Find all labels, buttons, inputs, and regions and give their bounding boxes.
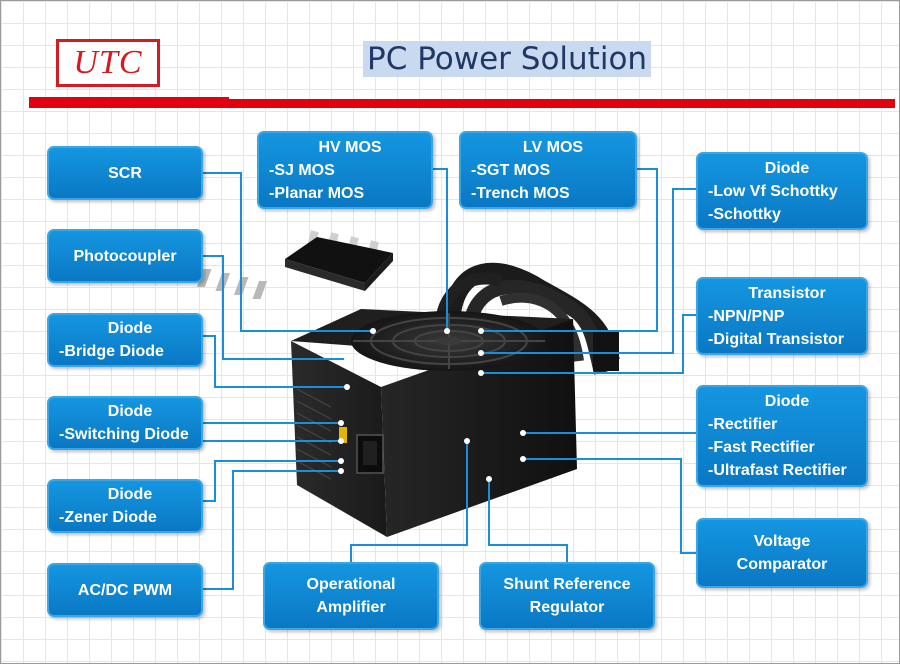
box-item: -Switching Diode: [59, 426, 189, 443]
box-item: -Bridge Diode: [59, 343, 164, 360]
box-schottky-diode: Diode -Low Vf Schottky -Schottky: [696, 152, 868, 230]
box-scr: SCR: [47, 146, 203, 200]
box-title: Diode: [764, 159, 810, 177]
box-line: Voltage: [753, 533, 811, 550]
box-title: LV MOS: [522, 138, 584, 156]
box-item: -Low Vf Schottky: [708, 182, 838, 200]
connector-dots: [338, 328, 526, 482]
box-item: -Digital Transistor: [708, 330, 845, 348]
box-item: -Planar MOS: [269, 184, 365, 202]
box-hv-mos: HV MOS -SJ MOS -Planar MOS: [257, 131, 433, 209]
box-line: Shunt Reference: [503, 576, 631, 593]
box-rectifier-diode: Diode -Rectifier -Fast Rectifier -Ultraf…: [696, 385, 868, 487]
box-title: Diode: [764, 393, 810, 410]
box-title: HV MOS: [318, 138, 382, 156]
box-zener-diode: Diode -Zener Diode: [47, 479, 203, 533]
box-title: Photocoupler: [73, 247, 177, 265]
box-title: AC/DC PWM: [77, 581, 173, 599]
box-title: SCR: [108, 164, 142, 182]
box-title: Diode: [107, 320, 153, 337]
logo-text: UTC: [73, 44, 143, 81]
box-item: -NPN/PNP: [708, 307, 785, 325]
box-line: Amplifier: [316, 599, 386, 616]
box-transistor: Transistor -NPN/PNP -Digital Transistor: [696, 277, 868, 355]
box-acdc-pwm: AC/DC PWM: [47, 563, 203, 617]
connector-lines: [201, 168, 697, 590]
box-item: -Trench MOS: [471, 184, 570, 202]
header-red-bar: [29, 99, 895, 108]
header-red-accent: [29, 97, 229, 100]
utc-logo: UTC: [56, 39, 160, 87]
box-bridge-diode: Diode -Bridge Diode: [47, 313, 203, 367]
box-item: -SJ MOS: [269, 161, 335, 179]
box-photocoupler: Photocoupler: [47, 229, 203, 283]
box-shunt-reference-regulator: Shunt Reference Regulator: [479, 562, 655, 630]
box-title: Diode: [107, 403, 153, 420]
box-item: -SGT MOS: [471, 161, 551, 179]
box-lv-mos: LV MOS -SGT MOS -Trench MOS: [459, 131, 637, 209]
box-line: Comparator: [736, 556, 828, 573]
page-title: PC Power Solution: [363, 41, 652, 77]
power-supply-unit-icon: [291, 262, 620, 537]
box-switching-diode: Diode -Switching Diode: [47, 396, 203, 450]
box-line: Regulator: [529, 599, 605, 616]
box-line: Operational: [306, 576, 396, 593]
box-item: -Ultrafast Rectifier: [708, 462, 847, 479]
box-voltage-comparator: Voltage Comparator: [696, 518, 868, 588]
ic-chip-icon: [196, 230, 393, 299]
box-item: -Rectifier: [708, 416, 778, 433]
box-title: Transistor: [748, 284, 826, 302]
box-title: Diode: [107, 486, 153, 503]
box-operational-amplifier: Operational Amplifier: [263, 562, 439, 630]
box-item: -Zener Diode: [59, 509, 157, 526]
box-item: -Schottky: [708, 205, 781, 223]
box-item: -Fast Rectifier: [708, 439, 815, 456]
